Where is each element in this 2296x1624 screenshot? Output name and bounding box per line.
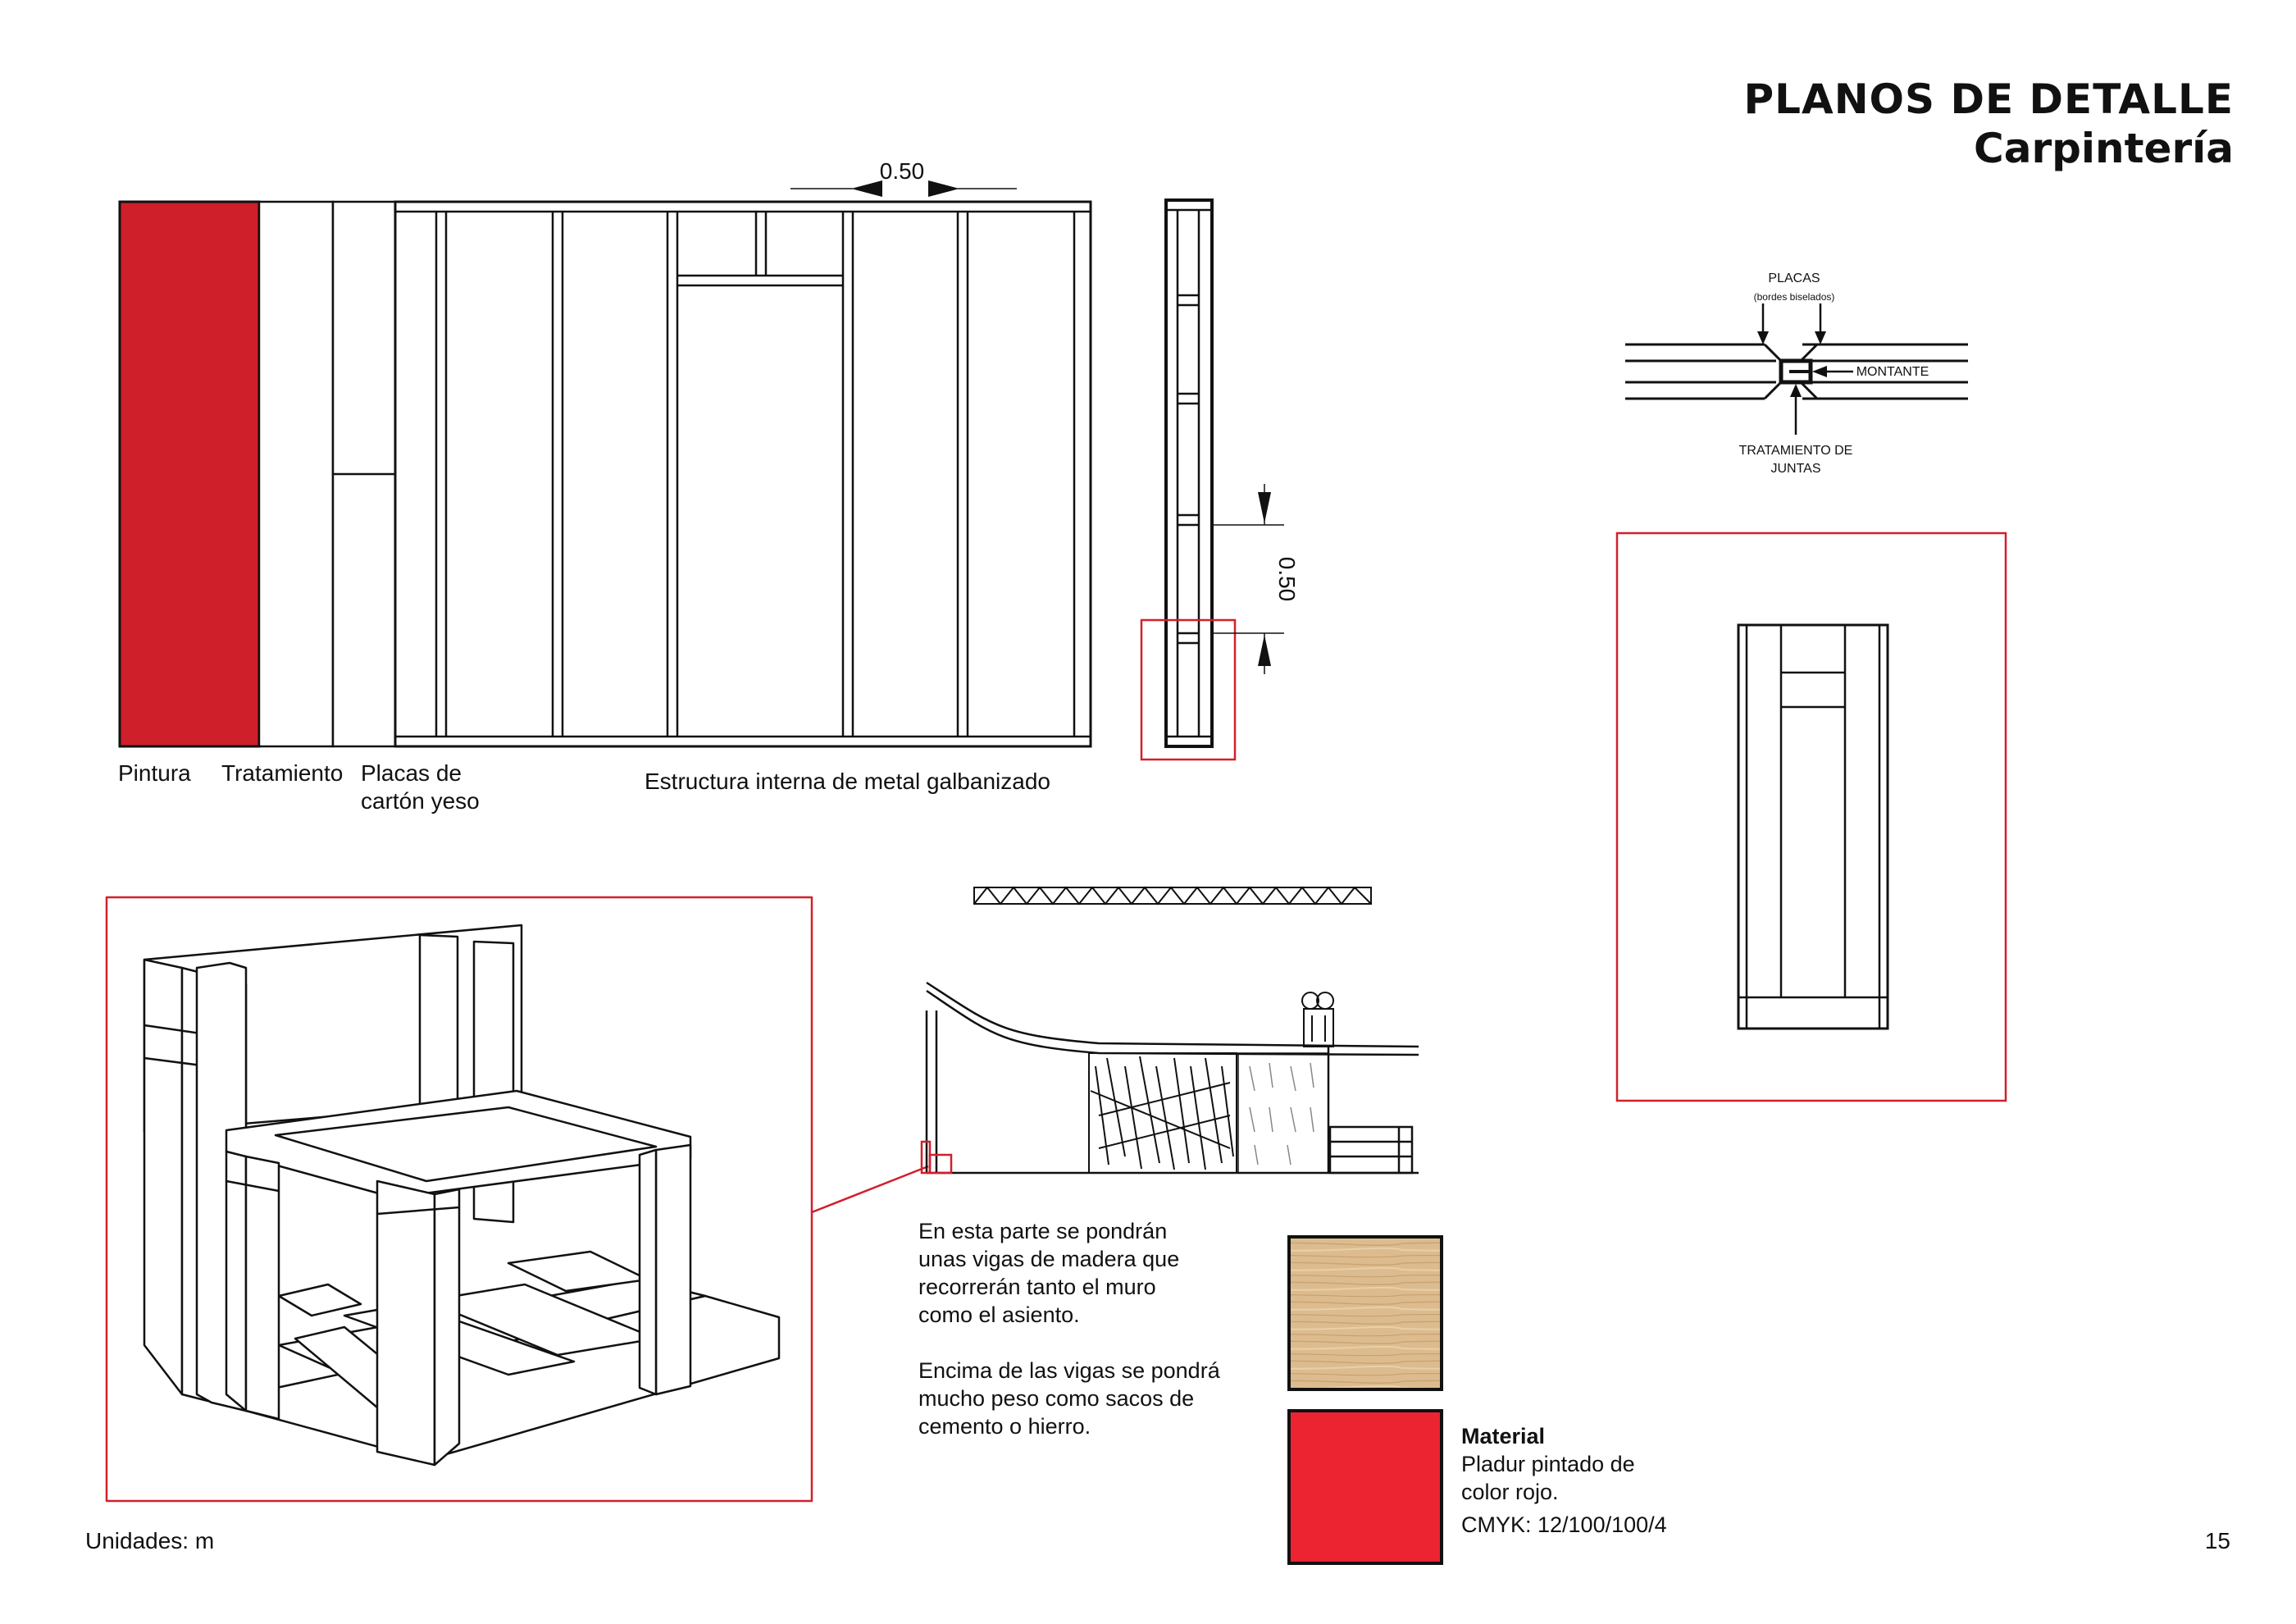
wood-beams-stack (1328, 1125, 1414, 1175)
callout-leader-line (811, 1165, 929, 1214)
seat-section (920, 981, 1419, 1175)
paint-layer (118, 200, 261, 748)
page-title: PLANOS DE DETALLE (1743, 75, 2234, 123)
label-structure: Estructura interna de metal galbanizado (645, 769, 1050, 794)
wood-material-swatch (1287, 1235, 1443, 1391)
section-zoom-detail (1615, 531, 2007, 1102)
section-callout-box (1140, 618, 1237, 761)
notes-line: unas vigas de madera que (918, 1247, 1180, 1271)
label-boards-1: Placas de (361, 760, 462, 786)
page-number: 15 (2204, 1528, 2230, 1553)
material-line-2: color rojo. (1461, 1480, 1559, 1504)
width-dimension (790, 180, 1017, 197)
notes-line: como el asiento. (918, 1302, 1080, 1327)
label-paint: Pintura (118, 760, 191, 786)
units-label: Unidades: m (85, 1528, 215, 1553)
material-block: Material Pladur pintado de color rojo. C… (1461, 1422, 1667, 1539)
height-dimension (1214, 484, 1284, 674)
notes-paragraph-1: En esta parte se pondrán unas vigas de m… (918, 1217, 1179, 1329)
joint-arrows (1757, 303, 1853, 435)
joint-label-boards: PLACAS (1768, 271, 1820, 285)
page-subtitle: Carpintería (1974, 125, 2234, 172)
metal-frame-outline (394, 200, 1092, 748)
notes-line: recorrerán tanto el muro (918, 1275, 1156, 1299)
notes-line: mucho peso como sacos de (918, 1386, 1195, 1411)
treatment-layer (257, 200, 335, 748)
label-boards-2: cartón yeso (361, 788, 480, 814)
joint-label-treatment-2: JUNTAS (1770, 462, 1820, 476)
sandbags (1088, 1052, 1237, 1174)
joint-detail (1625, 303, 1968, 435)
label-treatment: Tratamiento (221, 760, 344, 786)
notes-line: En esta parte se pondrán (918, 1219, 1168, 1243)
red-drywall-material-swatch (1287, 1409, 1443, 1565)
metal-studs (435, 212, 1076, 737)
material-cmyk: CMYK: 12/100/100/4 (1461, 1512, 1667, 1537)
notes-paragraph-2: Encima de las vigas se pondrá mucho peso… (918, 1357, 1220, 1440)
wall-elevation (118, 180, 1092, 748)
cement-bags (1237, 1052, 1329, 1174)
width-dimension-label: 0.50 (880, 158, 925, 184)
material-line-1: Pladur pintado de (1461, 1452, 1635, 1476)
isometric-structure (105, 896, 813, 1503)
joint-label-boards-note: (bordes biselados) (1754, 291, 1835, 303)
joint-label-stud: MONTANTE (1856, 365, 1929, 379)
notes-line: cemento o hierro. (918, 1414, 1091, 1439)
isometric-callout-box (105, 896, 813, 1503)
wall-section (1140, 198, 1284, 761)
height-dimension-label: 0.50 (1274, 557, 1300, 602)
door-header (677, 212, 843, 287)
truss-beam (973, 886, 1372, 906)
material-heading: Material (1461, 1424, 1546, 1448)
joint-label-treatment-1: TRATAMIENTO DE (1739, 444, 1853, 458)
notes-line: Encima de las vigas se pondrá (918, 1358, 1220, 1383)
seated-person-figure (1301, 992, 1334, 1047)
